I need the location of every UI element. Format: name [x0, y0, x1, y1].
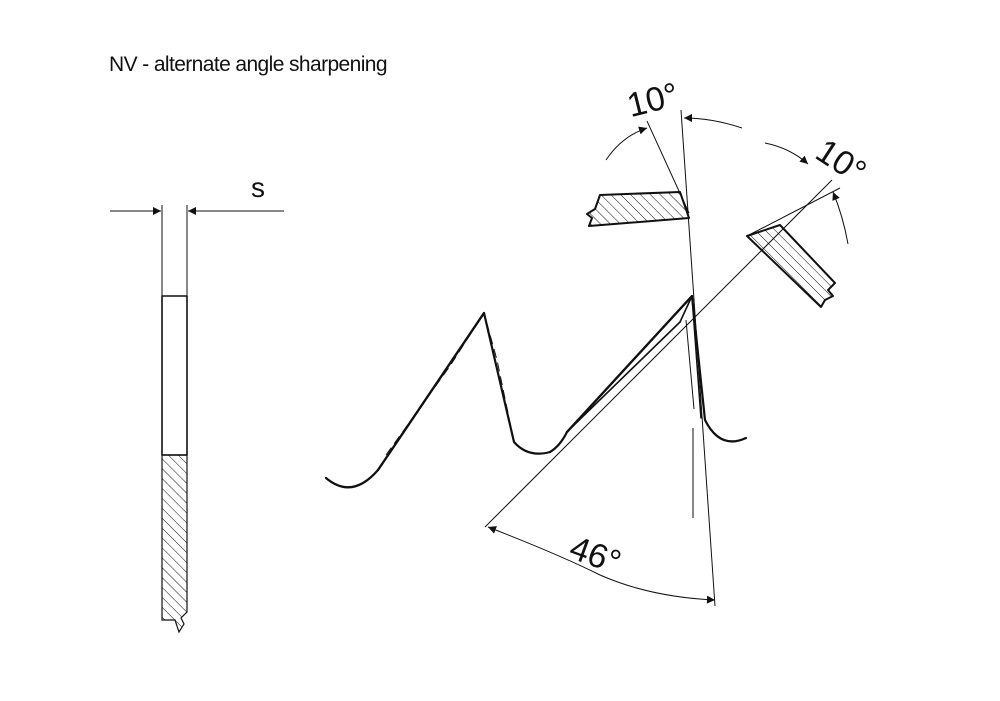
- angle-arc-bottom-a: [487, 526, 601, 576]
- angle-arc-top-left-a: [605, 126, 648, 161]
- diagram-title: NV - alternate angle sharpening: [109, 53, 388, 76]
- angle-arc-top-left-b: [683, 114, 743, 129]
- thickness-label: s: [251, 172, 265, 203]
- construction-lines: [484, 109, 841, 607]
- tooth-face-line: [680, 109, 716, 607]
- cross-sections: [586, 191, 836, 308]
- tooth-left-dashed: [385, 311, 515, 456]
- blade-side-view: s: [110, 172, 284, 634]
- tooth-left-outline: [324, 311, 552, 489]
- section-upper: [586, 191, 690, 227]
- angle-label-bottom: 46°: [565, 529, 626, 582]
- blade-tip-rect: [161, 295, 188, 456]
- angle-arc-top-right-b: [832, 191, 849, 245]
- section-right: [746, 224, 836, 308]
- tooth-profile: [324, 294, 748, 489]
- tooth-right-outline: [548, 294, 748, 454]
- angle-arc-bottom-b: [599, 574, 716, 604]
- angle-label-top-left: 10°: [623, 76, 682, 125]
- angle-label-top-right: 10°: [809, 132, 873, 192]
- blade-body-hatched: [161, 454, 188, 634]
- angle-arc-top-right-a: [764, 142, 809, 165]
- angle-dimensions: 10° 10° 46°: [487, 76, 873, 604]
- angle-ref-line-right: [746, 187, 841, 237]
